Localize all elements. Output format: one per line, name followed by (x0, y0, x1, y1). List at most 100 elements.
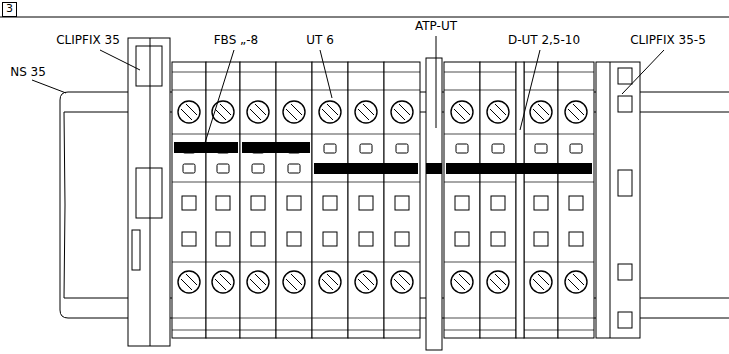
terminal-block (240, 72, 276, 73)
screw (459, 104, 470, 115)
terminal-block (251, 196, 265, 210)
screw (451, 271, 473, 293)
end-bracket (132, 230, 140, 270)
screw (212, 101, 234, 123)
end-bracket (150, 38, 151, 346)
terminal-block (534, 232, 548, 246)
plug-in-bridge (426, 163, 442, 174)
terminal-block (276, 90, 312, 91)
part-label: ATP-UT (415, 19, 457, 33)
screw (568, 109, 579, 120)
terminal-block (524, 90, 558, 91)
screw (286, 279, 297, 290)
screw (220, 274, 231, 285)
screw (178, 271, 200, 293)
terminal-block (480, 134, 516, 135)
terminal-block (455, 232, 469, 246)
terminal-block (558, 90, 594, 91)
terminal-block (276, 262, 312, 263)
end-bracket (610, 62, 611, 338)
screw (454, 109, 465, 120)
plug-in-bridge (314, 163, 418, 174)
terminal-block (348, 134, 384, 135)
screw (247, 101, 269, 123)
part-label: FBS „-8 (214, 33, 259, 47)
terminal-block (312, 182, 348, 183)
screw (451, 101, 473, 123)
bridge-slot (570, 144, 582, 153)
screw (291, 104, 302, 115)
terminal-block (384, 318, 420, 319)
terminal-block (480, 72, 516, 73)
screw (250, 109, 261, 120)
terminal-block (172, 62, 206, 338)
terminal-block (444, 134, 480, 135)
screw (530, 271, 552, 293)
terminal-block (384, 262, 420, 263)
terminal-block (384, 72, 420, 73)
screw (495, 104, 506, 115)
terminal-block (287, 196, 301, 210)
bridge-slot (324, 144, 336, 153)
terminal-block (172, 134, 206, 135)
screw (319, 271, 341, 293)
partition-plate (516, 62, 524, 338)
terminal-block (276, 72, 312, 73)
plug-in-bridge (174, 142, 238, 153)
terminal-block (480, 262, 516, 263)
terminal-block (359, 196, 373, 210)
bridge-slot (183, 164, 195, 173)
part-label: D-UT 2,5-10 (508, 33, 580, 47)
terminal-block (312, 134, 348, 135)
terminal-block (206, 62, 240, 338)
screw (391, 101, 413, 123)
terminal-block (569, 232, 583, 246)
screw (322, 109, 333, 120)
screw (291, 274, 302, 285)
terminal-block (206, 134, 240, 135)
screw (573, 274, 584, 285)
figure-number: 3 (3, 3, 16, 15)
terminal-block (524, 330, 558, 331)
terminal-block (206, 318, 240, 319)
screw (286, 109, 297, 120)
terminal-block (524, 72, 558, 73)
screw (250, 279, 261, 290)
screw (327, 104, 338, 115)
terminal-block (558, 262, 594, 263)
screw (220, 104, 231, 115)
part-label: CLIPFIX 35-5 (630, 33, 706, 47)
terminal-block (455, 196, 469, 210)
screw (255, 104, 266, 115)
screw (186, 104, 197, 115)
terminal-block (480, 330, 516, 331)
terminal-block (240, 262, 276, 263)
terminal-block (323, 196, 337, 210)
screw (215, 279, 226, 290)
terminal-block (312, 62, 348, 338)
terminal-block (395, 196, 409, 210)
terminal-block (276, 330, 312, 331)
terminal-block (480, 182, 516, 183)
part-label: NS 35 (10, 65, 46, 79)
terminal-block (348, 262, 384, 263)
screw (565, 271, 587, 293)
screw (568, 279, 579, 290)
terminal-block (240, 90, 276, 91)
screw (247, 271, 269, 293)
bridge-slot (456, 144, 468, 153)
end-bracket (136, 168, 162, 218)
screw (490, 109, 501, 120)
terminal-block (172, 330, 206, 331)
screw (399, 274, 410, 285)
screw (181, 109, 192, 120)
screw (355, 271, 377, 293)
terminal-block (206, 182, 240, 183)
terminal-block (359, 232, 373, 246)
terminal-block (276, 62, 312, 338)
screw (487, 101, 509, 123)
screw (565, 101, 587, 123)
terminal-block (276, 318, 312, 319)
bridge-slot (492, 144, 504, 153)
